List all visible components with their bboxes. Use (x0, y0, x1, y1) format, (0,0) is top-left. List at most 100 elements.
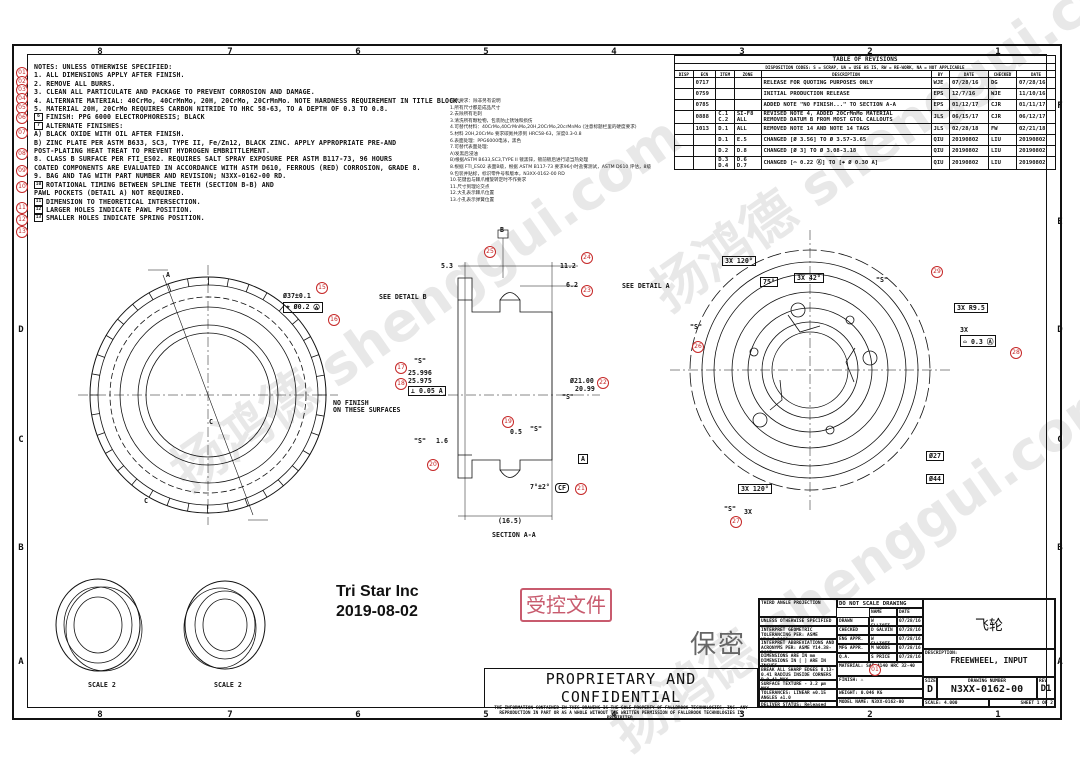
zone-marker-right: E (1057, 217, 1063, 227)
see-detail-b-label: SEE DETAIL B (379, 293, 427, 301)
note-line: 4. ALTERNATE MATERIAL: 40CrMo, 40CrMnMo,… (34, 96, 462, 105)
detail-a-view (670, 230, 950, 510)
title-block: THIRD ANGLE PROJECTION DO NOT SCALE DRAW… (758, 598, 1056, 708)
surface-s-2: "S" (414, 437, 426, 445)
zone-marker-bottom: 8 (97, 710, 103, 720)
note-flag-icon: 13 (34, 214, 43, 223)
dim-6-2: 6.2 (566, 281, 578, 289)
note-callout-bubble: 07 (16, 127, 28, 139)
zone-marker-right: B (1057, 543, 1063, 553)
zone-marker-bottom: 7 (227, 710, 233, 720)
drawing-number: N3XX-0162-00 (950, 684, 1024, 695)
callout-bubble: 16 (328, 314, 340, 326)
zone-marker-left: B (18, 543, 24, 553)
dim-3x-42: 3X 42° (794, 273, 824, 283)
section-mark-a-top: A (166, 271, 170, 279)
stamp-date: 2019-08-02 (336, 603, 418, 620)
approval-cell: Q.A. (837, 653, 869, 662)
dim-d21-00: Ø21.00 (570, 377, 594, 385)
dim-3x-r9-5: 3X R9.5 (954, 303, 988, 313)
tolerance-note: TOLERANCES: LINEAR ±0.15 ANGLES ±1.0 (759, 689, 837, 701)
callout-bubble: 21 (575, 483, 587, 495)
name-header: NAME (869, 608, 897, 617)
note-line: PAWL POCKETS (DETAIL A) NOT REQUIRED. (34, 189, 185, 198)
dim-d27: Ø27 (926, 451, 944, 461)
surface-s-5: "S" (876, 276, 888, 284)
note-line: 1. ALL DIMENSIONS APPLY AFTER FINISH. (34, 71, 185, 80)
approval-cell: MFG APPR. (837, 644, 869, 653)
scale-cell: SCALE: 4.000 (923, 699, 989, 707)
dim-20-99: 20.99 (575, 385, 595, 393)
zone-marker-left: C (18, 435, 24, 445)
section-a-a (430, 229, 600, 520)
cf-tag: CF (555, 483, 569, 493)
zone-marker-top: 6 (355, 47, 361, 57)
controlled-document-stamp: 受控文件 (520, 588, 612, 622)
projection-label: THIRD ANGLE PROJECTION (761, 601, 821, 606)
section-mark-c: C (144, 497, 148, 505)
zone-marker-top: 1 (995, 47, 1001, 57)
dim-d44: Ø44 (926, 474, 944, 484)
cn-note-line: A)发黑后浸油 (450, 151, 478, 157)
callout-bubble: 27 (730, 516, 742, 528)
zone-marker-top: 3 (739, 47, 745, 57)
zone-marker-bottom: 2 (867, 710, 873, 720)
note-flag-icon: 10 (34, 180, 43, 189)
dim-d37: Ø37±0.1 (283, 292, 311, 300)
note-line: 3. CLEAN ALL PARTICULATE AND PACKAGE TO … (34, 88, 315, 97)
dim-3x-lower: 3X (744, 508, 752, 516)
note-line: COATED COMPONENTS ARE EVALUATED IN ACCOR… (34, 163, 421, 172)
note-callout-bubble: 08 (16, 148, 28, 160)
projection-cell: THIRD ANGLE PROJECTION (759, 599, 837, 617)
note-callout-bubble: 13 (16, 226, 28, 238)
note-flag-icon: 11 (34, 197, 43, 206)
zone-marker-bottom: 1 (995, 710, 1001, 720)
approval-cell: M WOODS (869, 644, 897, 653)
zone-marker-top: 5 (483, 47, 489, 57)
approval-cell: 07/28/16 (897, 644, 923, 653)
note-line: 9. BAG AND TAG WITH PART NUMBER AND REVI… (34, 172, 287, 181)
note-line: A) BLACK OXIDE WITH OIL AFTER FINISH. (34, 130, 185, 139)
dim-75: 75° (760, 277, 778, 287)
surface-s-4: "S" (562, 393, 574, 401)
abbr-note: INTERPRET ABBREVIATIONS AND ACRONYMS PER… (759, 639, 837, 652)
approval-cell: D GALVIN (869, 626, 897, 635)
zone-marker-top: 8 (97, 47, 103, 57)
dim-3x-120-top: 3X 120° (722, 256, 756, 266)
finish-cell: FINISH: ⚠ (837, 676, 923, 689)
zone-marker-top: 7 (227, 47, 233, 57)
callout-bubble: 25 (484, 246, 496, 258)
cn-note-line: B)根据ASTM B633,SC3,TYPE II 镀黑锌，镀前镀后进行适当热处… (450, 158, 589, 164)
note-callout-bubble: 11 (16, 202, 28, 214)
note-flag-icon: 12 (34, 205, 43, 214)
weight-cell: WEIGHT: 0.046 KG (837, 689, 923, 698)
approval-cell: 07/28/16 (897, 617, 923, 626)
zone-marker-bottom: 6 (355, 710, 361, 720)
surface-s-7: "S" (724, 505, 736, 513)
section-mark-c-2: C (209, 418, 213, 426)
cn-note-line: 8.根据 FTI_ES02 表面B级，根据 ASTM B117-73 要求96小… (450, 164, 652, 170)
date-header: DATE (897, 608, 923, 617)
do-not-scale: DO NOT SCALE DRAWING (837, 599, 923, 608)
datum-a: A (578, 454, 588, 464)
deliver-status: DELIVER STATUS: Released (759, 701, 837, 707)
surface-s-3: "S" (414, 357, 426, 365)
iso-view-1 (55, 578, 143, 672)
approval-cell: DRAWN (837, 617, 869, 626)
material-value: SAE-4140 HRC 32-40 (866, 664, 915, 669)
gdt-perp: ⊥ 0.05 A (408, 386, 446, 396)
dims-note: DIMENSIONS ARE IN mm DIMENSIONS IN [ ] A… (759, 652, 837, 666)
surface-s-1: "S" (530, 425, 542, 433)
notes-header: NOTES: UNLESS OTHERWISE SPECIFIED: (34, 63, 173, 71)
company-stamp: Tri Star Inc 2019-08-02 (336, 582, 419, 622)
note-flag-icon: 6 (34, 113, 43, 122)
dim-5-3: 5.3 (441, 262, 453, 270)
cn-note-line: 11.尺寸到理论交点 (450, 184, 490, 190)
dim-angle: 7°±2° (530, 483, 550, 491)
